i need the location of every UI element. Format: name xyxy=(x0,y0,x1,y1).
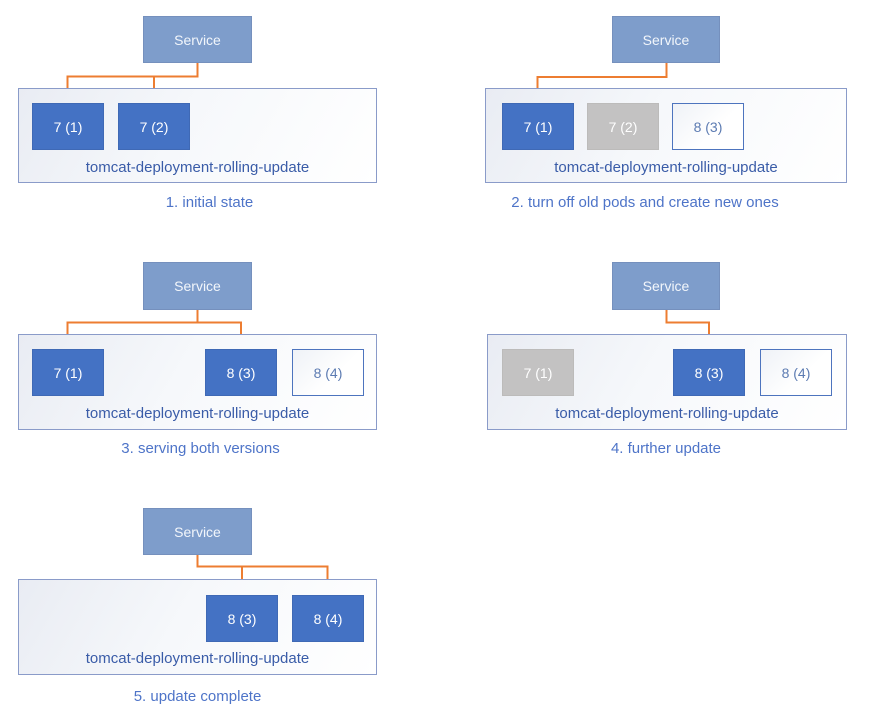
service-box: Service xyxy=(143,16,252,63)
pod: 7 (1) xyxy=(502,349,574,396)
pod: 7 (1) xyxy=(502,103,574,150)
pod: 7 (1) xyxy=(32,349,104,396)
deployment-label: tomcat-deployment-rolling-update xyxy=(85,405,310,422)
panel-caption: 1. initial state xyxy=(165,194,254,211)
pod: 8 (3) xyxy=(673,349,745,396)
pod: 8 (3) xyxy=(206,595,278,642)
service-box: Service xyxy=(143,508,252,555)
deployment-label: tomcat-deployment-rolling-update xyxy=(85,650,310,667)
panel-caption: 3. serving both versions xyxy=(121,440,280,457)
pod: 8 (4) xyxy=(292,349,364,396)
deployment-label: tomcat-deployment-rolling-update xyxy=(555,405,779,422)
deployment-label: tomcat-deployment-rolling-update xyxy=(554,159,778,176)
pod: 7 (2) xyxy=(587,103,659,150)
service-box: Service xyxy=(612,16,720,63)
pod: 8 (4) xyxy=(760,349,832,396)
service-box: Service xyxy=(612,262,720,310)
pod: 8 (3) xyxy=(672,103,744,150)
panel-caption: 2. turn off old pods and create new ones xyxy=(511,194,779,211)
service-box: Service xyxy=(143,262,252,310)
deployment-label: tomcat-deployment-rolling-update xyxy=(85,159,310,176)
pod: 8 (4) xyxy=(292,595,364,642)
pod: 8 (3) xyxy=(205,349,277,396)
panel-caption: 4. further update xyxy=(610,440,722,457)
pod: 7 (1) xyxy=(32,103,104,150)
panel-caption: 5. update complete xyxy=(133,688,262,705)
pod: 7 (2) xyxy=(118,103,190,150)
